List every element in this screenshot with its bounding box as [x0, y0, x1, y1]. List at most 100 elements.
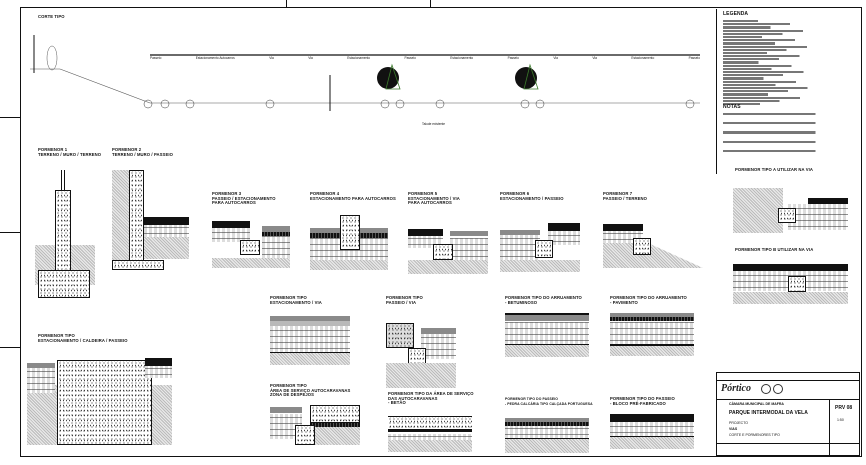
legend-item [723, 23, 820, 26]
detail-title: PORMENOR 6 ESTACIONAMENTO / PASSEIO [500, 191, 564, 201]
detail-title: PORMENOR 7 PASSEIO / TERRENO [603, 191, 647, 201]
detail-4-drawing [310, 210, 388, 272]
note-item [723, 113, 855, 116]
segment-label: Passeio [507, 56, 519, 60]
detail-passeio-via-drawing [386, 318, 456, 393]
drawing-frame [20, 7, 862, 457]
legend-item [723, 29, 837, 32]
corte-segment-labels: Passeio Estacionamento Autocarros Via Vi… [150, 56, 700, 61]
legend-item [723, 45, 843, 48]
legend-item [723, 48, 815, 51]
detail-2-drawing [112, 165, 192, 275]
detail-title: PORMENOR TIPO PASSEIO / VIA [386, 295, 423, 305]
legend-panel: LEGENDA NOTAS [716, 9, 862, 174]
segment-label: Estacionamento [631, 56, 655, 60]
legend-item [723, 96, 833, 99]
legend-title: LEGENDA [723, 11, 749, 17]
segment-label: Via [592, 56, 597, 60]
segment-label: Via [553, 56, 558, 60]
detail-caldeira-drawing [27, 355, 172, 450]
detail-title: PORMENOR 2 TERRENO / MURO / PASSEIO [112, 147, 173, 157]
note-item [723, 149, 855, 152]
legend-item [723, 80, 827, 83]
certification-icon [761, 384, 771, 394]
detail-passeio-calcada-drawing [505, 418, 589, 456]
segment-label: Passeio [404, 56, 416, 60]
segment-label: Passeio [150, 56, 162, 60]
notes-list [723, 112, 855, 159]
legend-item [723, 39, 826, 42]
phase: PROJECTO [729, 421, 748, 425]
title-block: Pórtico CÂMARA MUNICIPAL DE MAFRA PARQUE… [716, 372, 860, 456]
scale: 1:50 [837, 418, 844, 422]
detail-arruamento-bet-drawing [505, 313, 589, 368]
tree-icon [515, 63, 539, 90]
legend-item [723, 64, 821, 67]
legend-item [723, 74, 810, 77]
frame-divider-top [286, 0, 287, 7]
legend-item [723, 83, 798, 86]
legend-item [723, 20, 773, 23]
legend-item [723, 93, 787, 96]
note-item [723, 131, 855, 134]
project-name: PARQUE INTERMODAL DA VELA [729, 410, 808, 416]
segment-label: Estacionamento [347, 56, 371, 60]
detail-title: PORMENOR TIPO DO ARRUAMENTO - BETUMINOSO [505, 295, 582, 305]
sheet-number: PRV 08 [835, 405, 853, 411]
frame-divider-top [430, 0, 431, 7]
detail-title: PORMENOR TIPO ESTACIONAMENTO / VIA [270, 295, 322, 305]
legend-item [723, 99, 805, 102]
detail-title: PORMENOR TIPO A UTILIZAR NA VIA [735, 167, 814, 172]
detail-7-drawing [603, 221, 703, 276]
segment-label: Via [308, 56, 313, 60]
drawing-name: CORTE E PORMENORES TIPO [729, 433, 780, 437]
legend-item [723, 61, 775, 64]
segment-label: Passeio [688, 56, 700, 60]
margin-tick [0, 117, 20, 118]
legend-item [723, 58, 803, 61]
segment-label: Estacionamento [450, 56, 474, 60]
segment-label: Via [269, 56, 274, 60]
detail-title: PORMENOR TIPO B UTILIZAR NA VIA [735, 247, 814, 252]
detail-title: PORMENOR TIPO ESTACIONAMENTO / CALDEIRA … [38, 333, 128, 343]
detail-a-drawing [733, 180, 848, 240]
detail-betao-drawing [388, 416, 472, 454]
legend-list [723, 19, 848, 106]
segment-label: Estacionamento Autocarros [195, 56, 235, 60]
notes-title: NOTAS [723, 104, 741, 110]
detail-3-drawing [212, 218, 290, 273]
detail-title: PORMENOR 5 ESTACIONAMENTO / VIA PARA AUT… [408, 191, 460, 206]
legend-item [723, 42, 797, 45]
detail-autocaravanas-drawing [270, 405, 360, 455]
legend-item [723, 90, 816, 93]
detail-1-drawing [35, 165, 95, 300]
legend-item [723, 67, 792, 70]
specialty: VIAS [729, 427, 738, 431]
detail-title: PORMENOR TIPO DO ARRUAMENTO - PAVIMENTO [610, 295, 687, 305]
detail-6-drawing [500, 220, 580, 275]
client-name: CÂMARA MUNICIPAL DE MAFRA [729, 402, 784, 406]
margin-tick [0, 232, 20, 233]
detail-title: PORMENOR 4 ESTACIONAMENTO PARA AUTOCARRO… [310, 191, 396, 201]
legend-item [723, 55, 832, 58]
detail-title: PORMENOR TIPO DA ÁREA DE SERVIÇO DAS AUT… [388, 391, 474, 406]
detail-title: PORMENOR TIPO ÁREA DE SERVIÇO AUTOCARAVA… [270, 383, 351, 398]
detail-passeio-bloco-drawing [610, 414, 694, 454]
tree-icon [377, 63, 401, 90]
legend-item [723, 71, 838, 74]
detail-title: PORMENOR TIPO DO PASSEIO - BLOCO PRÉ-FAB… [610, 396, 675, 406]
platform-label: Talude existente [422, 122, 446, 126]
legend-item [723, 35, 780, 39]
note-item [723, 122, 855, 125]
detail-arruamento-pav-drawing [610, 313, 694, 368]
certification-icon [773, 384, 783, 394]
detail-est-via-drawing [270, 316, 350, 376]
detail-5-drawing [408, 226, 488, 276]
detail-title: PORMENOR 1 TERRENO / MURO / TERRENO [38, 147, 102, 157]
corte-tipo-title: CORTE TIPO [38, 14, 65, 19]
detail-b-drawing [733, 262, 848, 312]
note-item [723, 140, 855, 143]
margin-tick [0, 347, 20, 348]
legend-item [723, 77, 781, 80]
legend-item [723, 26, 791, 29]
